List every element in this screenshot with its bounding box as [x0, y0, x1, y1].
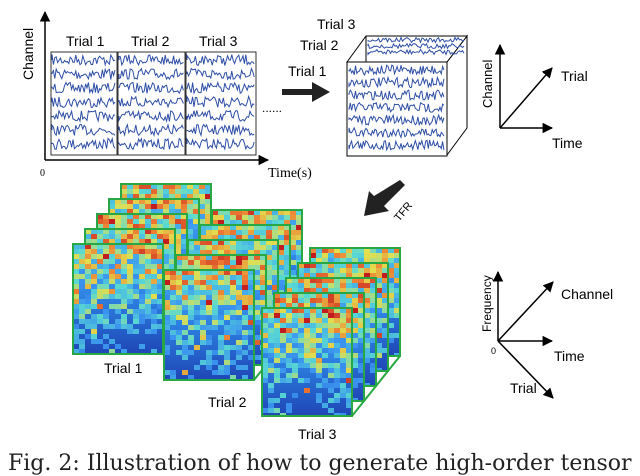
trial-block-2	[117, 51, 186, 156]
eeg-trace	[118, 109, 184, 124]
eeg-trace	[51, 136, 116, 150]
cube-label-trial3: Trial 3	[317, 16, 356, 32]
eeg-trace	[186, 137, 255, 151]
eeg-trace	[186, 94, 255, 109]
trial-label-1: Trial 1	[66, 33, 105, 49]
figure-caption: Fig. 2: Illustration of how to generate …	[8, 452, 632, 476]
axes-3d-upper: Channel Trial Time	[480, 43, 588, 151]
eeg-trace	[186, 123, 255, 138]
eeg-trace	[118, 81, 184, 95]
trial-block-3	[185, 51, 257, 156]
time-axis-label: Time(s)	[268, 166, 312, 181]
eeg-trace	[186, 109, 255, 122]
cube-back-trace	[367, 42, 465, 50]
eeg-trace	[186, 53, 255, 67]
tfr-spectrogram-stacks	[72, 183, 401, 417]
tfr-trial-label-2: Trial 2	[208, 394, 247, 410]
trial-block-1	[50, 51, 118, 156]
tfr-panel	[261, 307, 353, 417]
eeg-cube: Trial 3 Trial 2	[300, 16, 469, 157]
cube-front-trace	[348, 64, 445, 76]
cube-front-trace	[348, 75, 445, 89]
axes3-time-label: Time	[552, 135, 583, 151]
tfr-arrow: TFR	[364, 180, 415, 224]
eeg-trace	[118, 67, 184, 81]
tfr-arrow-label: TFR	[392, 200, 415, 224]
eeg-trace	[118, 123, 184, 137]
tfr-panel	[163, 269, 255, 381]
eeg-trace	[118, 137, 184, 151]
tfr-panel	[72, 243, 164, 355]
more-trials-ellipsis: ......	[262, 101, 282, 115]
cube-label-trial2: Trial 2	[300, 37, 339, 53]
cube-front-trace	[348, 89, 445, 101]
cube-front-trace	[348, 101, 445, 113]
channel-axis-label: Channel	[20, 28, 36, 80]
axes4-channel-label: Channel	[561, 286, 613, 302]
to-tensor-arrow-shape	[282, 82, 330, 102]
eeg-trace	[51, 81, 116, 95]
cube-front-waveforms	[348, 64, 445, 152]
eeg-trace	[51, 123, 116, 137]
trial-label-3: Trial 3	[199, 33, 238, 49]
tfr-trial-label-3: Trial 3	[298, 426, 337, 442]
cube-back-trace	[367, 48, 465, 56]
eeg-trace	[51, 67, 116, 81]
trial-label-2: Trial 2	[131, 33, 170, 49]
cube-back-trace	[367, 36, 465, 44]
eeg-trace	[51, 53, 116, 67]
to-tensor-arrow-label: Trial 1	[288, 63, 327, 79]
tfr-trial-label-1: Trial 1	[104, 360, 143, 376]
cube-front-face	[346, 61, 448, 157]
axes3-trial-label: Trial	[561, 68, 588, 84]
cube-front-trace	[348, 113, 445, 127]
axes4-time-label: Time	[554, 348, 585, 364]
cube-front-trace	[348, 138, 445, 152]
axes3-channel-label: Channel	[480, 59, 495, 108]
axes4-origin-label: 0	[491, 346, 496, 356]
tfr-stack-3	[261, 247, 401, 417]
axes-4d-lower: Frequency Channel Time Trial 0	[480, 270, 613, 399]
to-tensor-arrow: Trial 1	[282, 63, 330, 102]
origin-label: 0	[40, 168, 45, 179]
eeg-trace	[51, 109, 116, 123]
eeg-trace	[186, 66, 255, 81]
eeg-trace	[118, 95, 184, 109]
cube-back-waveforms	[367, 36, 465, 56]
eeg-trace	[51, 96, 116, 109]
axes4-frequency-label: Frequency	[480, 275, 494, 332]
cube-front-trace	[348, 126, 445, 139]
axes4-trial-label: Trial	[510, 380, 537, 396]
tfr-arrow-shape	[364, 180, 405, 216]
eeg-trace	[186, 81, 255, 95]
eeg-waveforms	[51, 53, 255, 151]
eeg-trace	[118, 54, 184, 67]
eeg-panel: Channel Time(s) 0 Trial 1 Trial 2 Trial …	[20, 10, 312, 181]
tfr-stack-2	[163, 209, 303, 381]
